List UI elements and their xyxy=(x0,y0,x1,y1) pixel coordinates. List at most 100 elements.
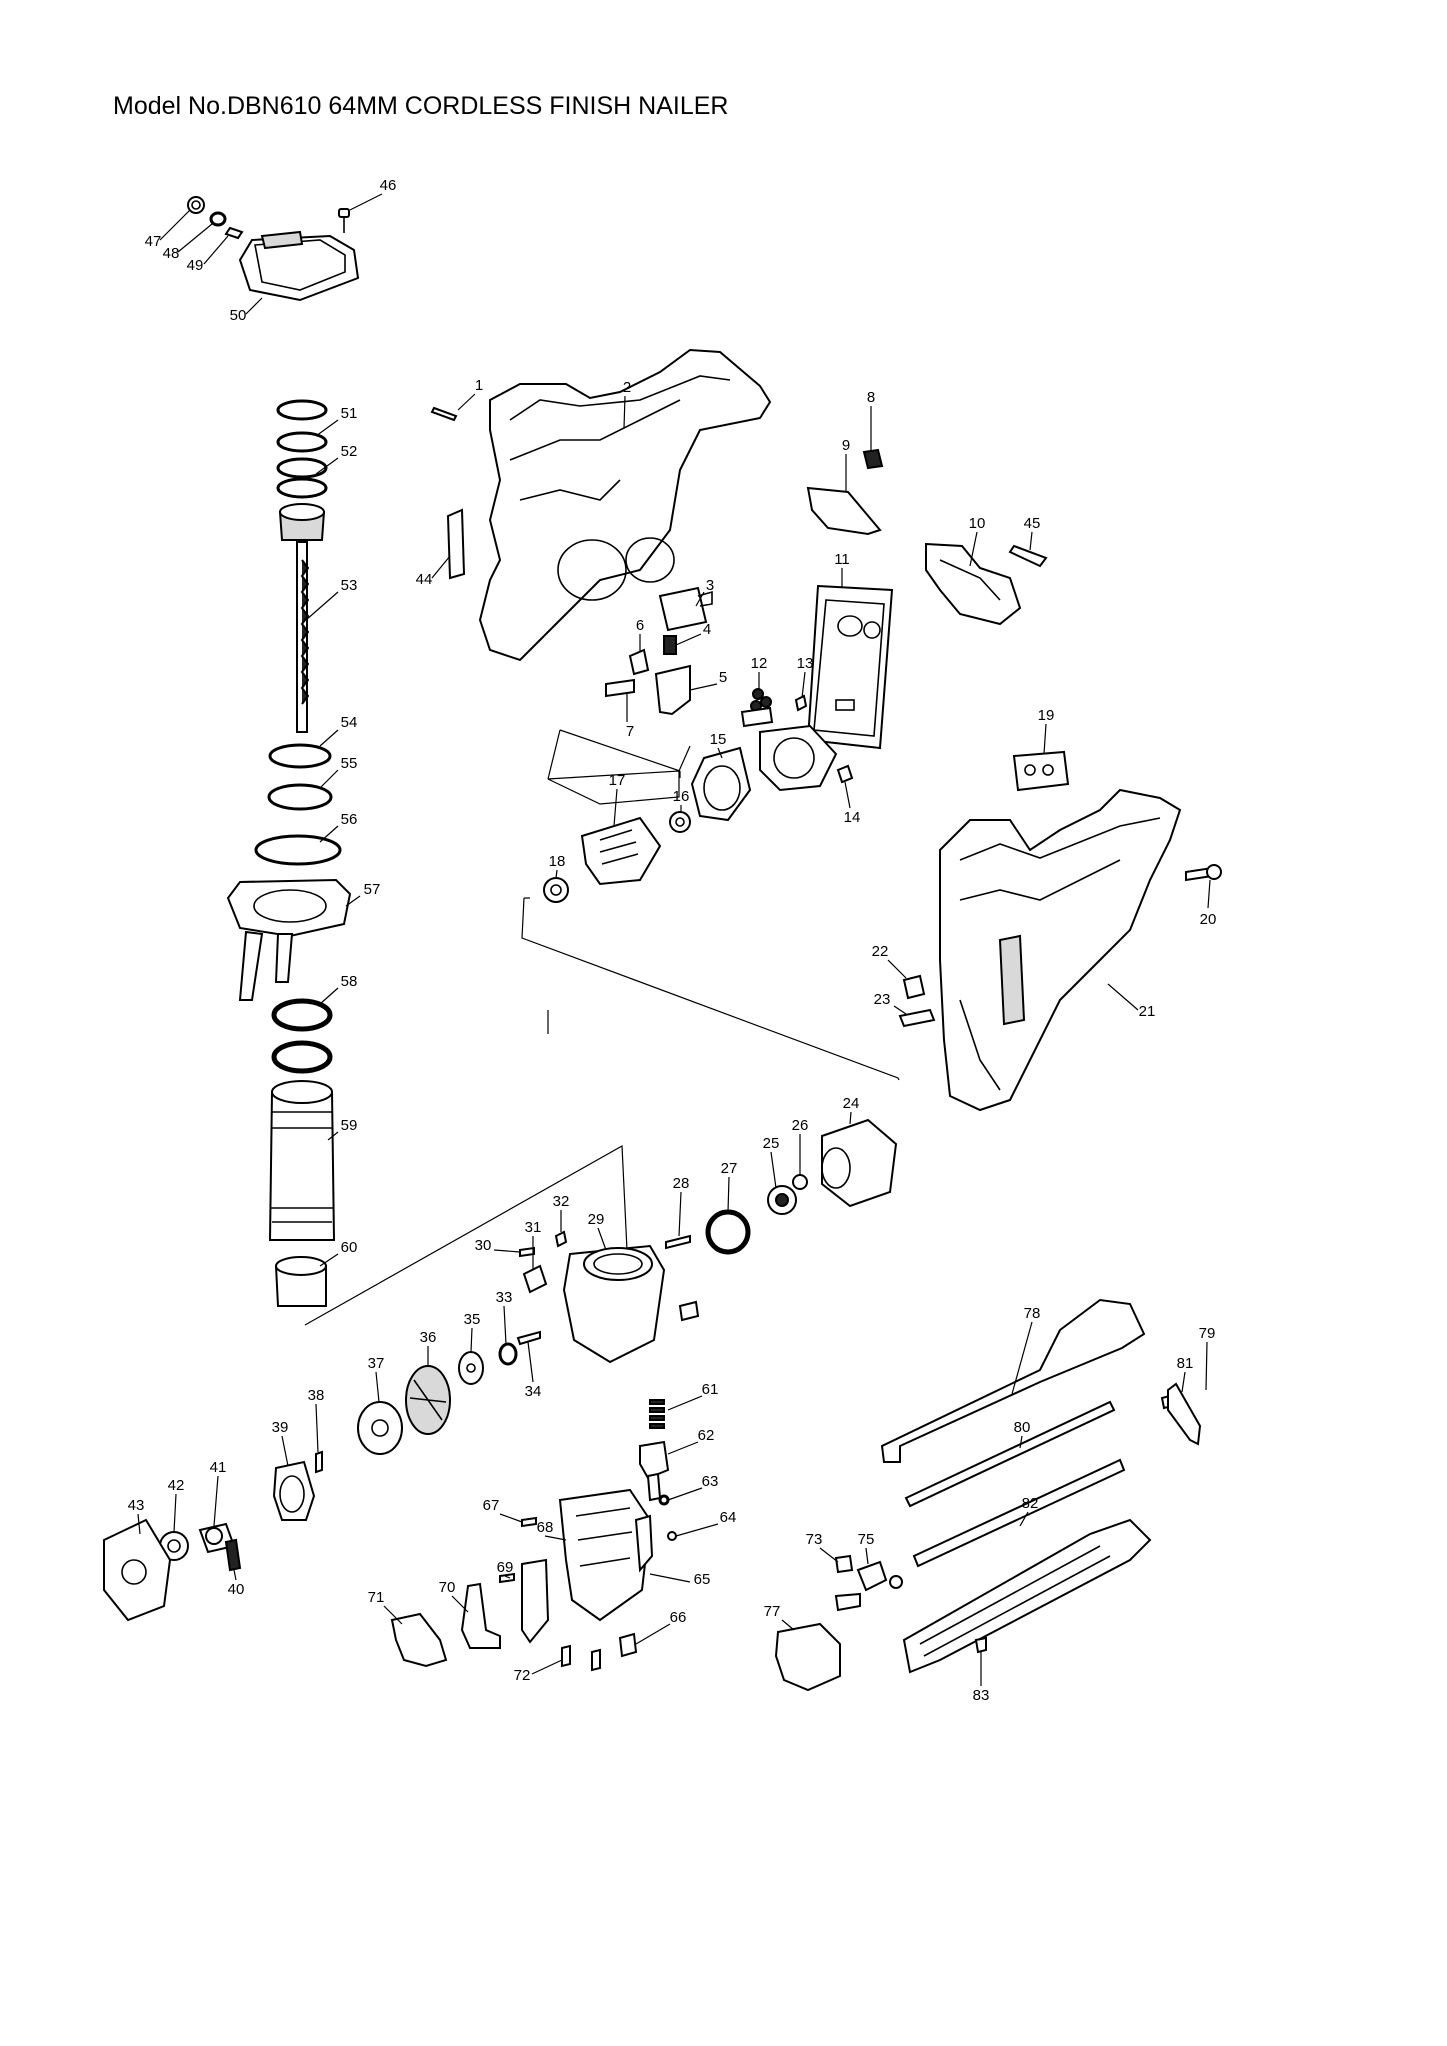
part-label: 34 xyxy=(525,1383,542,1400)
part-label: 48 xyxy=(163,245,180,262)
part-label: 5 xyxy=(719,669,727,686)
part-label: 82 xyxy=(1022,1495,1039,1512)
part-label: 11 xyxy=(834,551,850,568)
part-label: 55 xyxy=(341,755,358,772)
part-label: 8 xyxy=(867,389,875,406)
part-label: 49 xyxy=(187,257,204,274)
part-label: 14 xyxy=(844,809,861,826)
part-label: 6 xyxy=(636,617,644,634)
part-label: 12 xyxy=(751,655,768,672)
switch-parts xyxy=(605,586,713,716)
part-label: 38 xyxy=(308,1387,325,1404)
part-label: 23 xyxy=(874,991,891,1008)
motor-parts xyxy=(543,688,854,903)
parts-8-9-10-45 xyxy=(806,448,1048,626)
diagram-title: Model No.DBN610 64MM CORDLESS FINISH NAI… xyxy=(113,92,729,120)
part-label: 26 xyxy=(792,1117,809,1134)
part-label: 61 xyxy=(702,1381,719,1398)
part-label: 69 xyxy=(497,1559,514,1576)
part-label: 57 xyxy=(364,881,381,898)
part-label: 9 xyxy=(842,437,850,454)
part-label: 18 xyxy=(549,853,566,870)
part-label: 30 xyxy=(475,1237,492,1254)
part-label: 77 xyxy=(764,1603,781,1620)
part-label: 62 xyxy=(698,1427,715,1444)
part-label: 60 xyxy=(341,1239,358,1256)
part-label: 72 xyxy=(514,1667,531,1684)
part-label: 27 xyxy=(721,1160,738,1177)
contact-assembly xyxy=(390,1399,677,1672)
part-label: 53 xyxy=(341,577,358,594)
part-label: 39 xyxy=(272,1419,289,1436)
part-label: 24 xyxy=(843,1095,860,1112)
housing-left-2 xyxy=(430,348,772,662)
housing-right-21 xyxy=(939,750,1222,1112)
part-label: 66 xyxy=(670,1609,687,1626)
part-label: 65 xyxy=(694,1571,711,1588)
part-label: 46 xyxy=(380,177,397,194)
part-label: 75 xyxy=(858,1531,875,1548)
part-label: 51 xyxy=(341,405,358,422)
part-label: 78 xyxy=(1024,1305,1041,1322)
label-44 xyxy=(446,508,466,580)
part-label: 37 xyxy=(368,1355,385,1372)
driver-rings-and-rod xyxy=(254,399,342,866)
part-label: 68 xyxy=(537,1519,554,1536)
controller-board-11 xyxy=(806,584,894,750)
magazine-parts xyxy=(774,1298,1202,1692)
part-label: 40 xyxy=(228,1581,245,1598)
part-label: 16 xyxy=(673,788,690,805)
part-label: 41 xyxy=(210,1459,227,1476)
part-label: 29 xyxy=(588,1211,605,1228)
part-label: 42 xyxy=(168,1477,185,1494)
part-label: 7 xyxy=(626,723,634,740)
part-label: 52 xyxy=(341,443,358,460)
part-label: 63 xyxy=(702,1473,719,1490)
part-label: 67 xyxy=(483,1497,500,1514)
part-label: 70 xyxy=(439,1579,456,1596)
part-label: 19 xyxy=(1038,707,1055,724)
cap-assembly xyxy=(187,196,360,302)
part-label: 13 xyxy=(797,655,814,672)
parts-22-23 xyxy=(898,974,936,1028)
part-label: 15 xyxy=(710,731,727,748)
part-label: 45 xyxy=(1024,515,1041,532)
part-label: 56 xyxy=(341,811,358,828)
part-label: 59 xyxy=(341,1117,358,1134)
part-label: 44 xyxy=(416,571,433,588)
cylinder-assembly xyxy=(268,998,336,1307)
part-label: 58 xyxy=(341,973,358,990)
gear-housing-29 xyxy=(458,1230,700,1385)
part-number-labels: 1 2 3 4 5 6 7 8 9 10 11 12 13 14 15 16 1… xyxy=(128,177,1217,1704)
part-label: 83 xyxy=(973,1687,990,1704)
part-label: 73 xyxy=(806,1531,823,1548)
part-label: 32 xyxy=(553,1193,570,1210)
part-label: 1 xyxy=(475,377,483,394)
part-label: 33 xyxy=(496,1289,513,1306)
gear-parts xyxy=(665,1118,898,1255)
part-label: 22 xyxy=(872,943,889,960)
part-label: 64 xyxy=(720,1509,737,1526)
part-label: 2 xyxy=(623,379,631,396)
part-label: 80 xyxy=(1014,1419,1031,1436)
part-label: 25 xyxy=(763,1135,780,1152)
part-label: 3 xyxy=(706,577,714,594)
assembly-outline-lines xyxy=(304,729,900,1326)
part-label: 10 xyxy=(969,515,986,532)
part-label: 71 xyxy=(368,1589,385,1606)
part-label: 28 xyxy=(673,1175,690,1192)
drive-parts-left xyxy=(103,1365,451,1622)
bracket-57 xyxy=(226,878,352,1001)
part-label: 43 xyxy=(128,1497,145,1514)
part-label: 36 xyxy=(420,1329,437,1346)
part-label: 81 xyxy=(1177,1355,1194,1372)
part-label: 79 xyxy=(1199,1325,1216,1342)
part-label: 21 xyxy=(1139,1003,1156,1020)
part-label: 54 xyxy=(341,714,358,731)
part-label: 4 xyxy=(703,621,711,638)
part-label: 35 xyxy=(464,1311,481,1328)
part-label: 31 xyxy=(525,1219,542,1236)
part-label: 50 xyxy=(230,307,247,324)
part-label: 20 xyxy=(1200,911,1217,928)
